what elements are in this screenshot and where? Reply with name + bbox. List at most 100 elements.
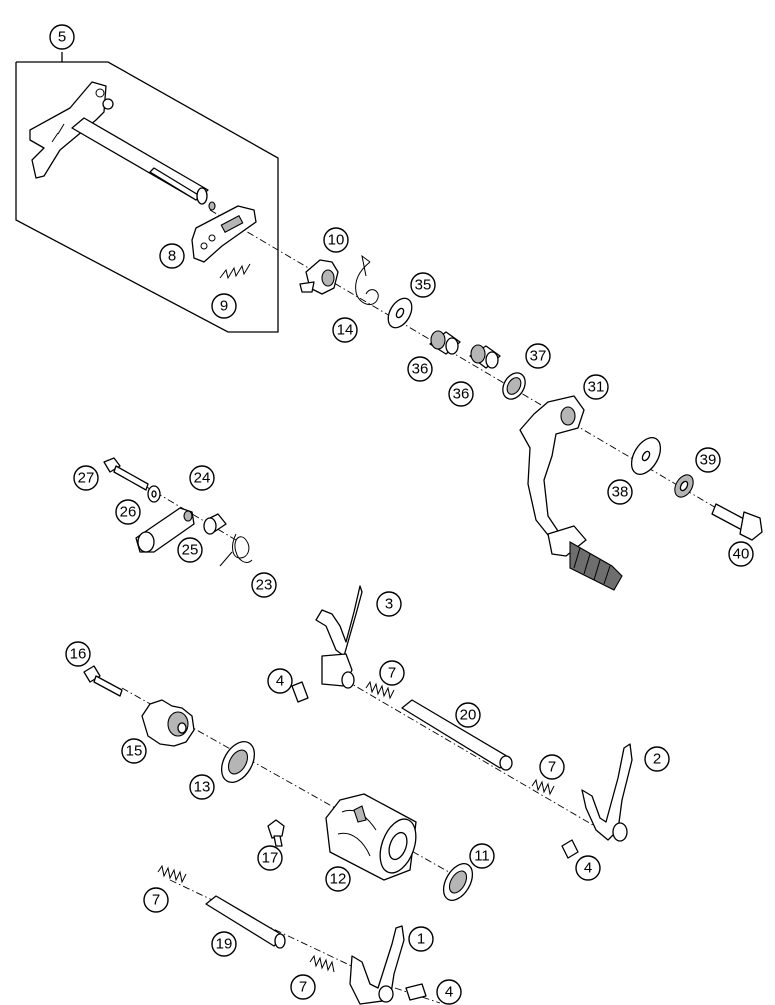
callout-7-right: 7 (539, 754, 565, 780)
shift-drum-bearing-left (220, 741, 256, 783)
svg-text:10: 10 (328, 232, 345, 249)
callout-13: 13 (189, 774, 215, 800)
callout-25: 25 (177, 537, 203, 563)
svg-text:19: 19 (216, 936, 233, 953)
svg-text:9: 9 (220, 298, 228, 315)
svg-text:7: 7 (388, 665, 396, 682)
callout-19: 19 (211, 931, 237, 957)
shift-fork-rail-lower (205, 895, 286, 949)
flat-washer (387, 297, 413, 329)
shift-fork-lower (349, 925, 405, 1005)
svg-text:31: 31 (588, 379, 605, 396)
callout-14: 14 (332, 317, 358, 343)
svg-text:13: 13 (194, 779, 211, 796)
callout-3: 3 (376, 591, 402, 617)
hex-bolt (711, 503, 763, 541)
svg-text:27: 27 (78, 470, 95, 487)
svg-text:23: 23 (256, 577, 273, 594)
svg-text:14: 14 (337, 322, 354, 339)
svg-text:11: 11 (474, 848, 490, 865)
assembly-axis-lines (117, 209, 741, 1004)
svg-text:7: 7 (152, 892, 160, 909)
svg-text:4: 4 (276, 673, 284, 690)
svg-text:36: 36 (412, 361, 429, 378)
callout-4-right: 4 (575, 855, 601, 881)
svg-text:37: 37 (530, 348, 547, 365)
svg-text:3: 3 (385, 596, 393, 613)
callout-5: 5 (49, 24, 75, 50)
locking-lever (135, 507, 195, 553)
svg-text:15: 15 (126, 743, 143, 760)
callout-26: 26 (115, 499, 141, 525)
fork-spring-right (531, 778, 555, 796)
callout-24: 24 (189, 465, 215, 491)
svg-text:39: 39 (700, 452, 717, 469)
shift-drum-bolt (83, 665, 123, 697)
svg-text:35: 35 (415, 277, 432, 294)
svg-text:5: 5 (58, 29, 66, 46)
shift-shaft-assembly-box (15, 52, 279, 333)
svg-text:25: 25 (182, 542, 199, 559)
svg-text:1: 1 (417, 931, 425, 948)
svg-text:8: 8 (168, 248, 176, 265)
needle-bearing-1 (429, 330, 461, 355)
callout-12: 12 (325, 866, 351, 892)
shift-stop-bushing (299, 259, 339, 295)
shift-drum-bearing-right (442, 863, 474, 901)
callout-10: 10 (323, 227, 349, 253)
callout-37: 37 (525, 343, 551, 369)
shift-fork-rail-upper (401, 699, 513, 771)
svg-text:7: 7 (548, 759, 556, 776)
callout-11: 11 (469, 843, 495, 869)
svg-text:17: 17 (262, 850, 279, 867)
callout-35: 35 (410, 272, 436, 298)
locking-lever-bolt (103, 457, 149, 491)
callout-36-upper: 36 (407, 356, 433, 382)
torsion-spring-clip (355, 254, 379, 306)
shift-fork-upper (315, 585, 363, 689)
callout-38: 38 (607, 479, 633, 505)
shaft-seal-ring (502, 372, 526, 400)
callout-7-lower: 7 (290, 974, 316, 1000)
shift-lever (519, 395, 623, 591)
shift-drum (325, 793, 417, 881)
callout-15: 15 (121, 738, 147, 764)
svg-text:24: 24 (194, 470, 211, 487)
lever-roller (203, 513, 227, 535)
callout-40: 40 (728, 541, 754, 567)
callout-23: 23 (251, 572, 277, 598)
shift-plate (191, 205, 257, 263)
svg-text:12: 12 (330, 871, 347, 888)
callout-36-lower: 36 (448, 381, 474, 407)
callout-39: 39 (695, 447, 721, 473)
shift-shaft (29, 81, 216, 211)
needle-bearing-2 (469, 344, 501, 369)
svg-text:20: 20 (460, 707, 477, 724)
lever-return-spring (219, 533, 253, 567)
shift-fork-right (581, 743, 633, 842)
callout-31: 31 (583, 374, 609, 400)
svg-text:7: 7 (299, 979, 307, 996)
callout-27: 27 (73, 465, 99, 491)
fork-spring-lower (309, 954, 335, 973)
svg-text:40: 40 (733, 546, 750, 563)
guide-pin-right (561, 839, 579, 859)
svg-text:26: 26 (120, 504, 137, 521)
shift-drum-locating-star (141, 699, 195, 747)
callout-1: 1 (408, 926, 434, 952)
svg-text:4: 4 (445, 984, 453, 1001)
callout-7-left: 7 (143, 887, 169, 913)
svg-text:4: 4 (584, 860, 592, 877)
svg-text:38: 38 (612, 484, 629, 501)
callout-4-upper: 4 (267, 668, 293, 694)
lock-washer (674, 474, 694, 498)
callout-17: 17 (257, 845, 283, 871)
svg-text:36: 36 (453, 386, 470, 403)
small-washer (147, 485, 161, 503)
callout-7-upper: 7 (379, 660, 405, 686)
callout-20: 20 (455, 702, 481, 728)
svg-text:2: 2 (653, 751, 661, 768)
fork-spring-upper (365, 680, 395, 700)
guide-pin-upper (291, 681, 309, 703)
